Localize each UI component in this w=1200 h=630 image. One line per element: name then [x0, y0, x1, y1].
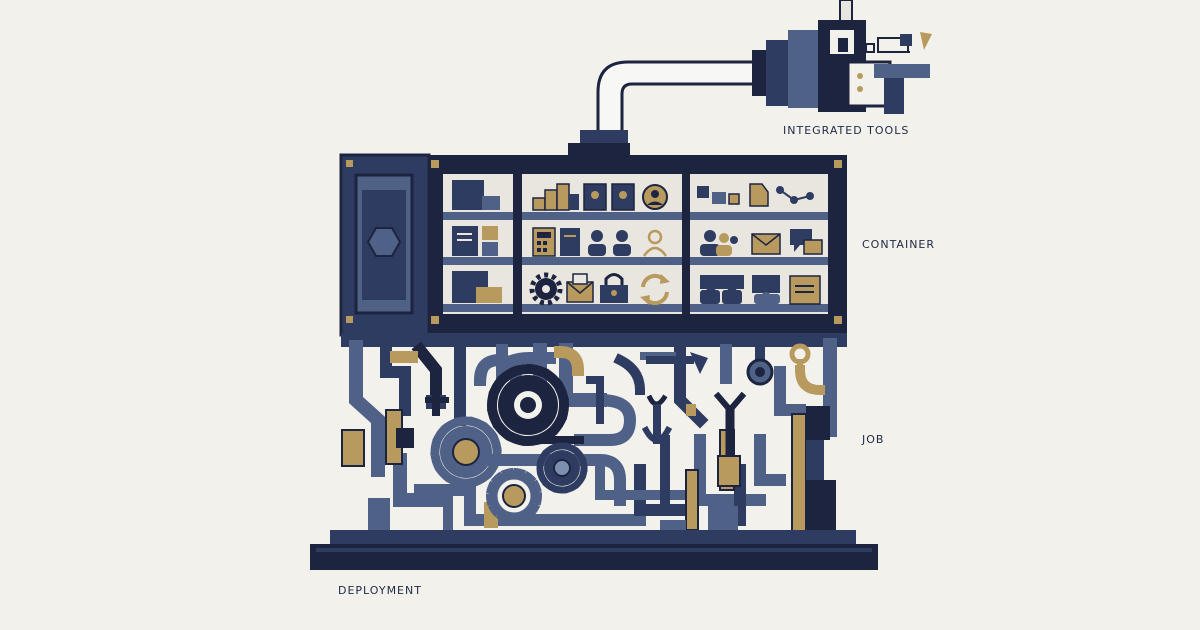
share-icon	[697, 183, 814, 207]
folder-icon	[452, 271, 502, 303]
integrated-tools-connector	[568, 0, 932, 156]
gear-icon	[529, 272, 563, 306]
job-machinery	[341, 338, 837, 545]
wrench-icon	[713, 391, 747, 487]
container-block	[339, 153, 847, 347]
container-label: CONTAINER	[862, 238, 936, 251]
integrated-tools-label: INTEGRATED TOOLS	[783, 124, 910, 137]
folder-icon	[789, 275, 821, 305]
gear-icon	[430, 416, 502, 488]
lock-icon	[600, 273, 628, 303]
people-icon	[700, 230, 738, 256]
hexagon-icon	[366, 227, 402, 257]
wrench-icon	[641, 394, 673, 444]
gear-icon	[487, 364, 569, 446]
person-icon	[583, 183, 635, 211]
deployment-platform	[310, 530, 878, 570]
envelope-icon	[751, 233, 781, 255]
envelope-icon	[566, 273, 594, 303]
books-icon	[532, 183, 579, 211]
job-label: JOB	[862, 433, 885, 446]
people-icon	[700, 275, 780, 304]
people-icon	[588, 229, 668, 257]
wrench-icon	[646, 352, 708, 374]
person-icon	[642, 184, 668, 210]
plug-icon	[752, 20, 932, 114]
calculator-icon	[532, 227, 580, 257]
chat-icon	[790, 229, 823, 255]
gear-icon	[536, 442, 588, 494]
wrench-icon	[789, 343, 811, 375]
deployment-label: DEPLOYMENT	[338, 584, 422, 597]
gear-icon	[486, 468, 542, 524]
folder-icon	[452, 180, 500, 210]
refresh-icon	[640, 273, 670, 306]
document-icon	[452, 226, 498, 256]
